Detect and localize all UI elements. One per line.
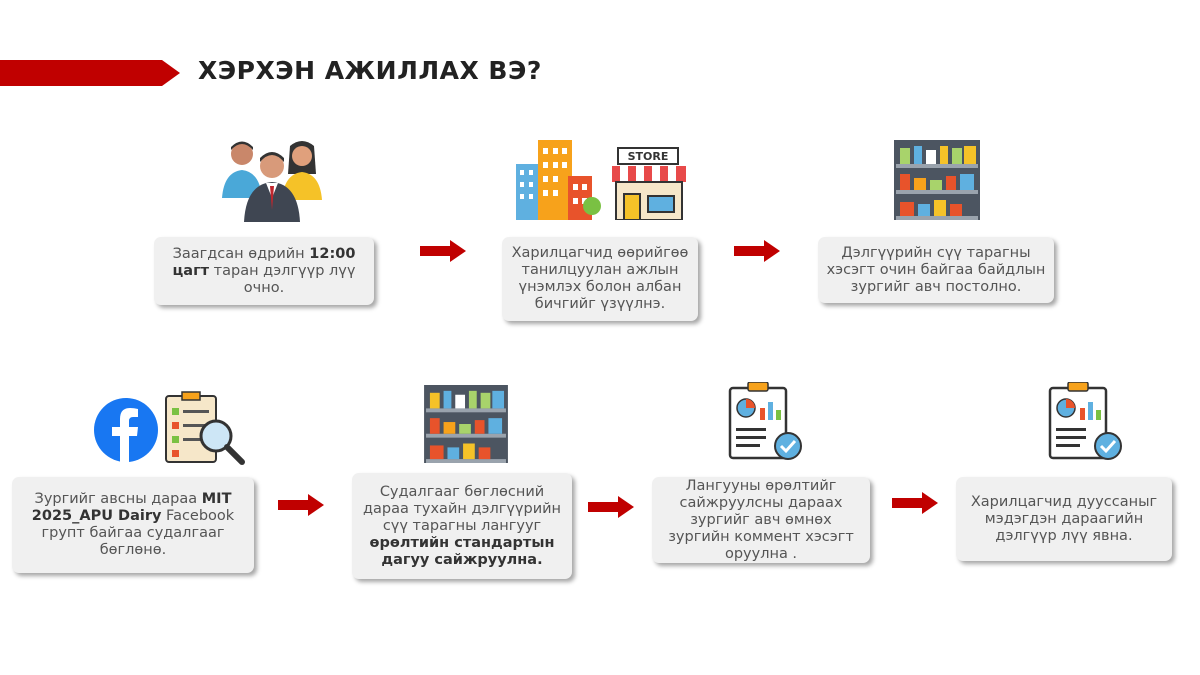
checklist-search-icon (165, 391, 245, 465)
title-banner (0, 60, 180, 86)
step-4-text: Зургийг авсны дараа (34, 491, 202, 507)
arrow-icon (278, 494, 324, 516)
step-box-2: Харилцагчид өөрийгөө танилцуулан ажлын ү… (502, 237, 698, 321)
people-icon (222, 141, 322, 222)
step-box-4: Зургийг авсны дараа MIT 2025_APU Dairy F… (12, 477, 254, 573)
step-1-bold: 12:00 цагт (172, 245, 356, 279)
step-2-text: Харилцагчид өөрийгөө танилцуулан ажлын ү… (511, 245, 689, 312)
report-icon (728, 382, 802, 460)
step-4-text-end: Facebook групт байгаа судалгааг бөглөнө. (41, 508, 235, 558)
step-6-text: Лангууны өрөлтийг сайжруулсны дараах зур… (668, 477, 854, 562)
arrow-icon (420, 240, 466, 262)
city-store-icon: STORE (516, 140, 686, 220)
arrow-icon (734, 240, 780, 262)
step-5-text: Судалгааг бөглөсний дараа тухайн дэлгүүр… (362, 483, 562, 534)
page-title: ХЭРХЭН АЖИЛЛАХ ВЭ? (198, 56, 542, 85)
step-box-3: Дэлгүүрийн сүү тарагны хэсэгт очин байга… (818, 237, 1054, 303)
step-4-bold: MIT 2025_APU Dairy (31, 491, 232, 524)
shelf-icon (424, 385, 508, 463)
step-1-text: Заагдсан өдрийн (172, 245, 310, 262)
store-sign: STORE (628, 150, 669, 163)
shelf-icon (894, 140, 980, 220)
step-box-1: Заагдсан өдрийн 12:00 цагт таран дэлгүүр… (154, 237, 374, 305)
step-box-7: Харилцагчид дууссаныг мэдэгдэн дараагийн… (956, 477, 1172, 561)
step-1-text-end: таран дэлгүүр лүү очно. (209, 262, 356, 296)
step-3-text: Дэлгүүрийн сүү тарагны хэсэгт очин байга… (826, 244, 1046, 295)
step-box-6: Лангууны өрөлтийг сайжруулсны дараах зур… (652, 477, 870, 563)
step-box-5: Судалгааг бөглөсний дараа тухайн дэлгүүр… (352, 473, 572, 579)
arrow-icon (588, 496, 634, 518)
step-7-text: Харилцагчид дууссаныг мэдэгдэн дараагийн… (970, 493, 1158, 544)
arrow-icon (892, 492, 938, 514)
step-5-bold: өрөлтийн стандартын дагуу сайжруулна. (369, 534, 555, 568)
report-icon (1048, 382, 1122, 460)
facebook-icon (94, 398, 158, 462)
